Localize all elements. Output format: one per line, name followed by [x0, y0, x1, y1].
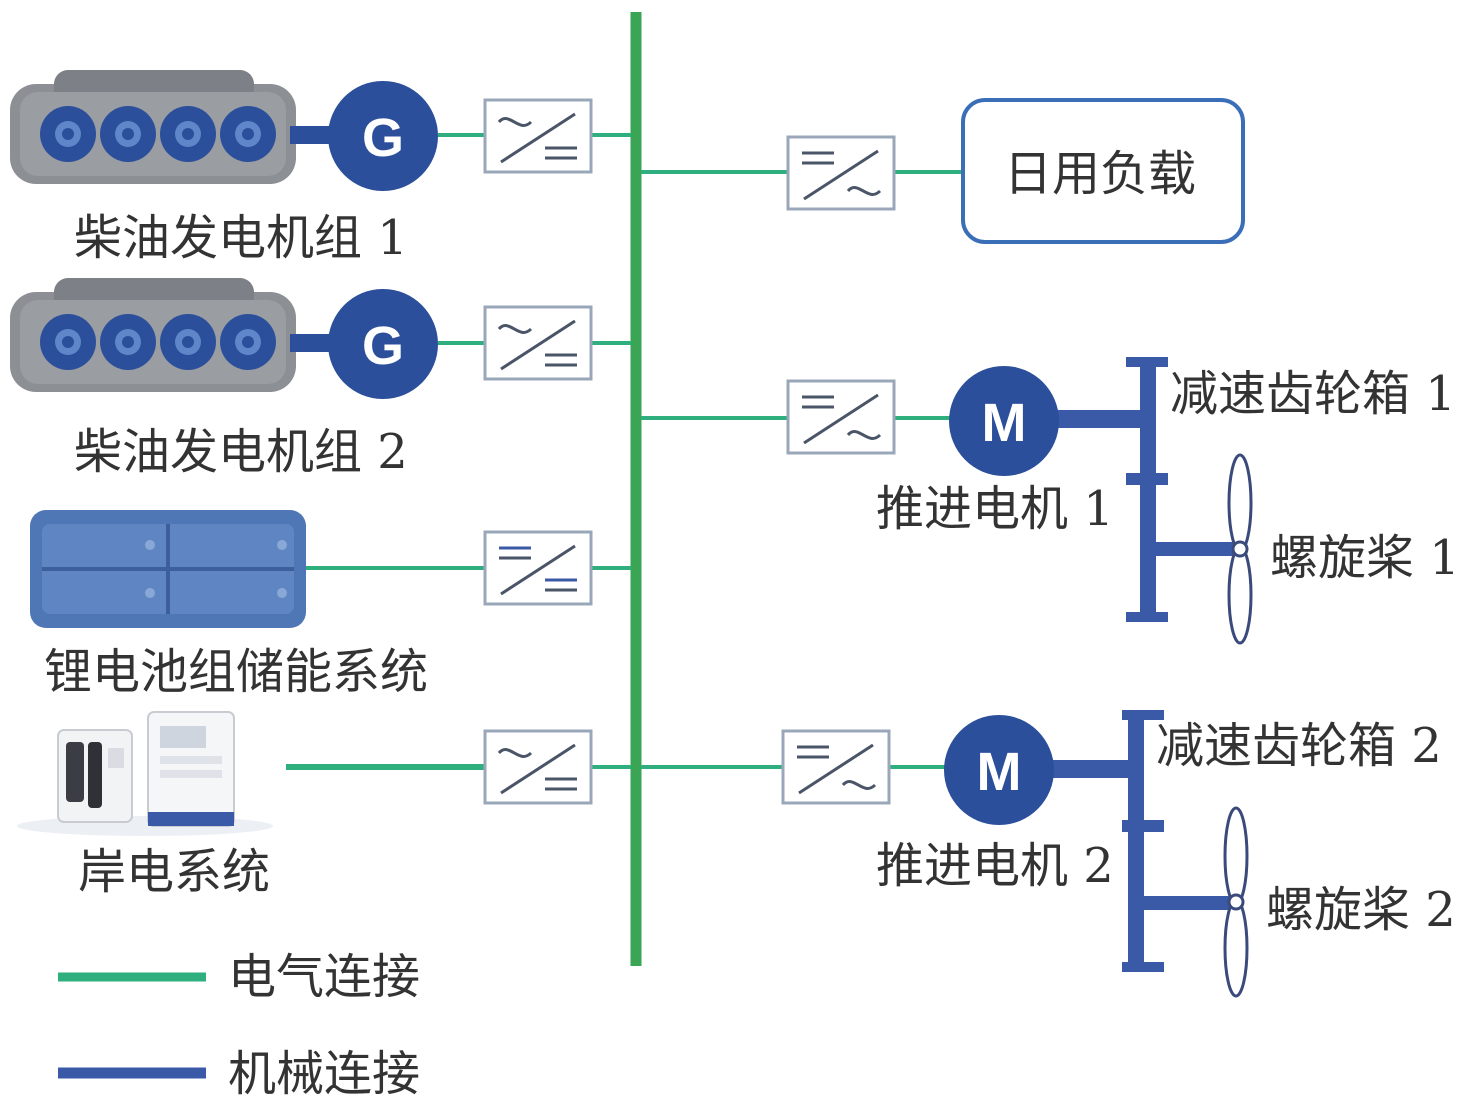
dc-ac-converter-icon — [781, 729, 891, 805]
label-daily-load: 日用负载 — [1004, 146, 1197, 202]
mechanical-shaft — [1055, 410, 1153, 428]
label-propeller-1: 螺旋桨 1 — [1270, 530, 1460, 586]
shore-power-charger-icon — [17, 711, 273, 836]
label-motor-1: 推进电机 1 — [876, 481, 1114, 537]
gearbox-shaft — [1128, 714, 1144, 966]
mechanical-coupling — [290, 126, 332, 144]
ac-dc-converter-icon — [483, 729, 593, 805]
propeller-shaft — [1136, 896, 1236, 910]
propeller-icon — [1227, 453, 1253, 645]
mechanical-coupling — [290, 334, 332, 352]
ac-dc-converter-icon — [483, 98, 593, 174]
label-propeller-2: 螺旋桨 2 — [1266, 882, 1456, 938]
label-battery-system: 锂电池组储能系统 — [44, 644, 429, 700]
propeller-shaft — [1148, 542, 1238, 556]
motor-symbol: M — [977, 742, 1022, 802]
electrical-lines — [286, 133, 962, 770]
generator-symbol: G — [362, 316, 404, 376]
daily-load-box — [961, 98, 1245, 244]
generator-symbol: G — [362, 108, 404, 168]
gearbox-shaft — [1140, 360, 1156, 620]
diesel-engine-icon — [10, 70, 296, 184]
generator-icon — [328, 81, 438, 191]
diesel-engine-icon — [10, 278, 296, 392]
label-reducer-2: 减速齿轮箱 2 — [1156, 718, 1442, 774]
propulsion-branch-2: M — [944, 710, 1249, 998]
legend-electrical-label: 电气连接 — [228, 949, 421, 1005]
battery-pack-icon — [30, 510, 306, 628]
label-diesel-generator-1: 柴油发电机组 1 — [74, 210, 408, 266]
mechanical-shaft — [1052, 760, 1142, 778]
dc-dc-converter-icon — [483, 530, 593, 606]
motor-icon — [949, 366, 1059, 476]
label-diesel-generator-2: 柴油发电机组 2 — [74, 424, 408, 480]
dc-ac-converter-icon — [786, 379, 896, 455]
diesel-generator-set-1: G — [10, 70, 438, 191]
label-motor-2: 推进电机 2 — [876, 838, 1114, 894]
motor-icon — [944, 715, 1054, 825]
dc-ac-converter-icon — [786, 135, 896, 211]
diesel-generator-set-2: G — [10, 278, 438, 399]
legend-mechanical-label: 机械连接 — [228, 1046, 421, 1102]
propulsion-branch-1: M — [949, 357, 1253, 645]
motor-symbol: M — [982, 393, 1027, 453]
propeller-icon — [1223, 806, 1249, 998]
generator-icon — [328, 289, 438, 399]
label-shore-power: 岸电系统 — [78, 844, 271, 900]
label-reducer-1: 减速齿轮箱 1 — [1170, 366, 1456, 422]
ac-dc-converter-icon — [483, 305, 593, 381]
